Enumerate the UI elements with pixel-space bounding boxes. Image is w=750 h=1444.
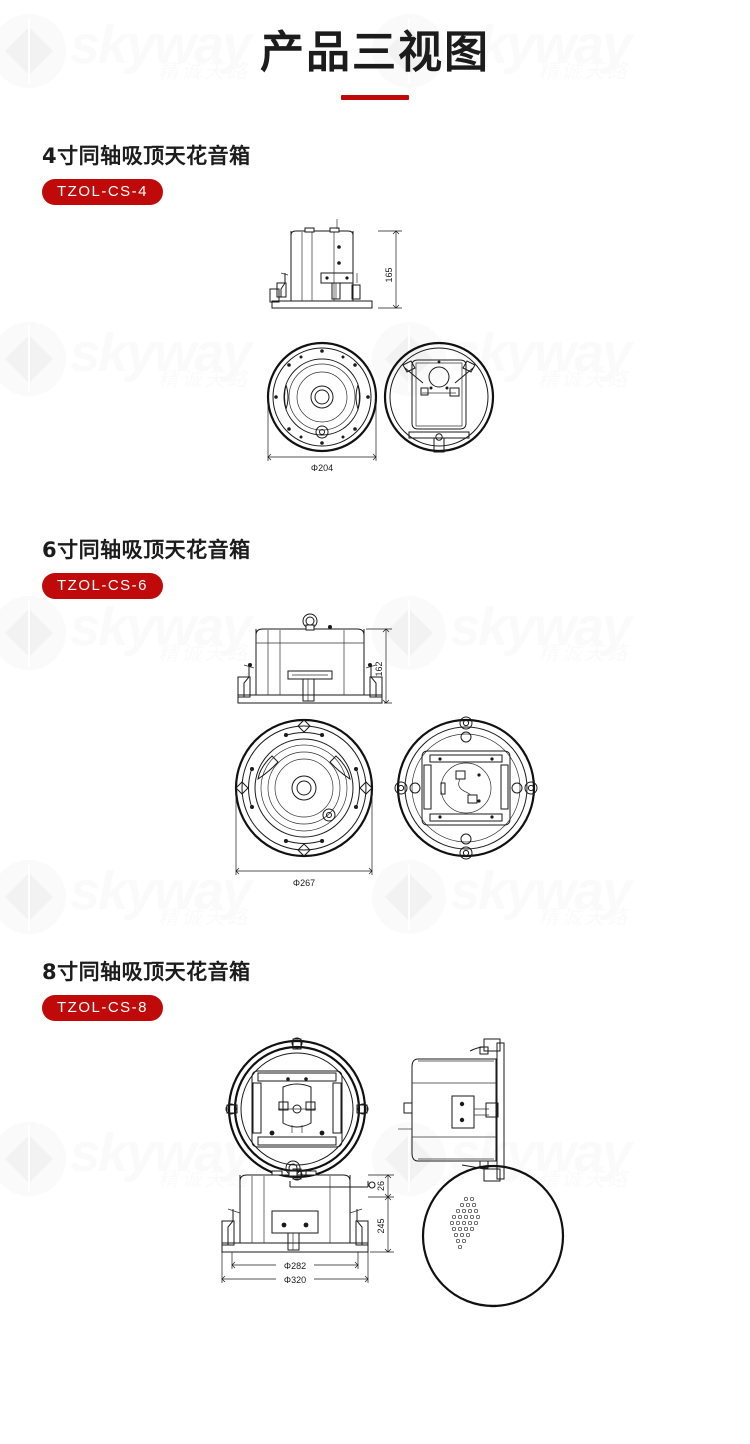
- product-model-badge: TZOL-CS-6: [42, 572, 164, 599]
- view-bottom-4inch: [266, 341, 378, 452]
- dimension-inner-diameter-8inch: Φ282: [231, 1251, 359, 1271]
- grille-perforations: [449, 1196, 481, 1249]
- dimension-flange-8inch: 26: [368, 1174, 394, 1198]
- drawing-area-4inch: 165: [0, 205, 750, 480]
- dimension-value: Φ204: [311, 463, 333, 473]
- page-title: 产品三视图: [260, 27, 490, 78]
- product-model-badge: TZOL-CS-4: [42, 178, 164, 205]
- dimension-height-8inch: 245: [370, 1196, 394, 1253]
- view-interior-4inch: [383, 341, 495, 453]
- title-underline: [341, 94, 409, 100]
- view-front-8inch: [221, 1160, 369, 1253]
- technical-drawing-6inch: 162: [234, 613, 538, 888]
- technical-drawing-8inch: 26 245 Φ282: [221, 1037, 565, 1307]
- dimension-diameter-6inch: Φ267: [235, 787, 373, 888]
- product-section-8inch: 8寸同轴吸顶天花音箱 TZOL-CS-8: [0, 956, 750, 1411]
- dimension-outer-diameter-8inch: Φ320: [221, 1251, 369, 1285]
- drawing-area-6inch: 162: [0, 599, 750, 904]
- dimension-value: 165: [384, 267, 394, 282]
- dimension-value: 26: [376, 1181, 386, 1191]
- view-side-8inch: [398, 1038, 505, 1182]
- product-heading: 8寸同轴吸顶天花音箱: [42, 959, 251, 984]
- product-heading: 6寸同轴吸顶天花音箱: [42, 537, 251, 562]
- view-grille-8inch: [421, 1164, 565, 1307]
- dimension-diameter-4inch: Φ204: [267, 396, 377, 473]
- product-heading: 4寸同轴吸顶天花音箱: [42, 143, 251, 168]
- drawing-area-8inch: 26 245 Φ282: [0, 1021, 750, 1411]
- page-header: 产品三视图: [0, 0, 750, 100]
- view-bracket-8inch: [225, 1037, 376, 1189]
- dimension-value: 162: [374, 661, 384, 676]
- view-side-4inch: [269, 218, 373, 309]
- dimension-value: Φ267: [293, 878, 315, 888]
- product-section-4inch: 4寸同轴吸顶天花音箱 TZOL-CS-4: [0, 140, 750, 480]
- view-interior-6inch: [394, 716, 538, 860]
- dimension-value: Φ282: [284, 1261, 306, 1271]
- view-side-6inch: [237, 613, 383, 704]
- view-bottom-6inch: [234, 718, 374, 857]
- product-model-badge: TZOL-CS-8: [42, 994, 164, 1021]
- dimension-height-4inch: 165: [378, 230, 402, 309]
- product-section-6inch: 6寸同轴吸顶天花音箱 TZOL-CS-6: [0, 534, 750, 904]
- dimension-value: Φ320: [284, 1275, 306, 1285]
- dimension-value: 245: [376, 1218, 386, 1233]
- technical-drawing-4inch: 165: [266, 218, 495, 473]
